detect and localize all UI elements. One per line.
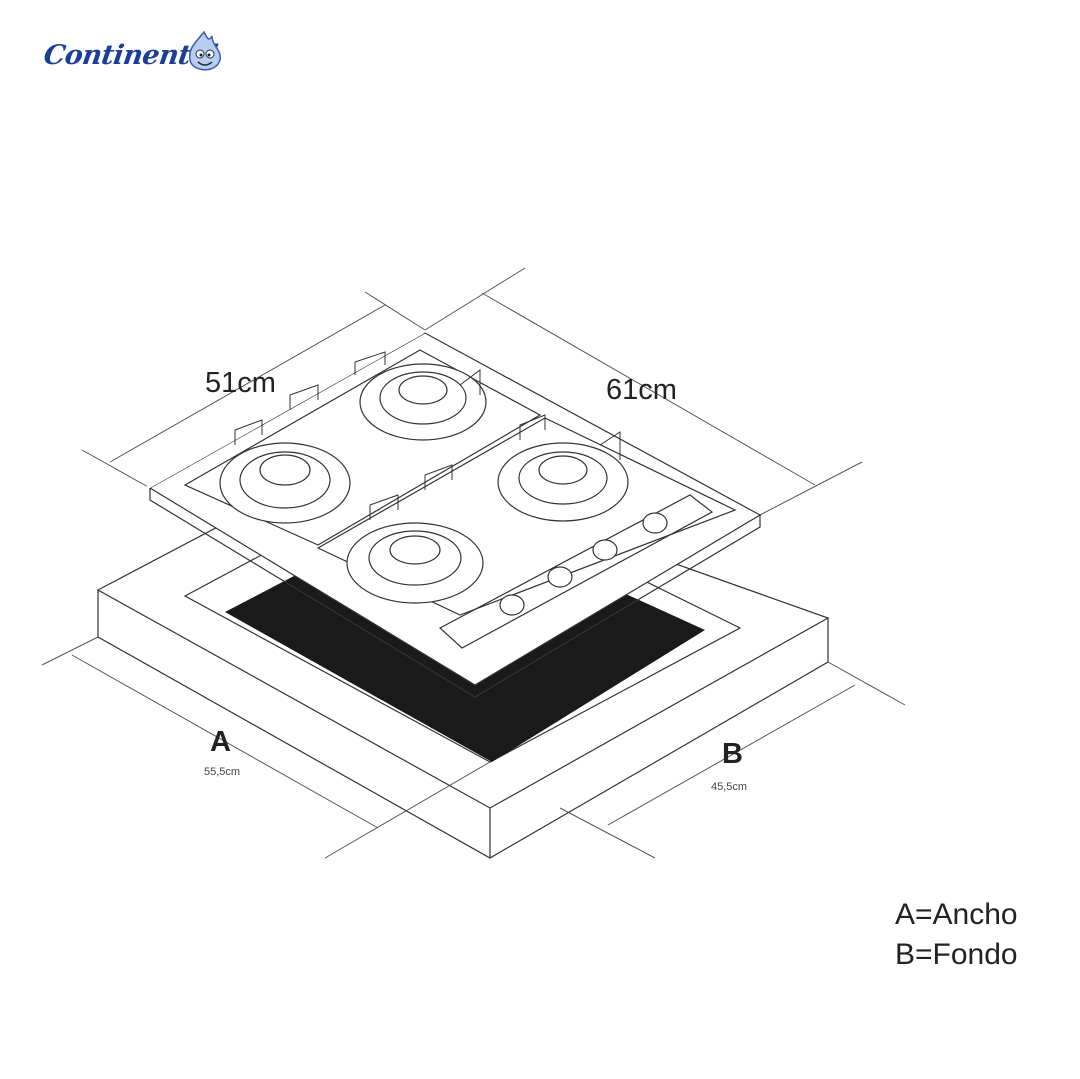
dimension-b-value: 45,5cm [711,781,748,793]
dimension-a-value: 55,5cm [204,766,241,778]
continental-logo: Continental [42,28,227,88]
dimension-b-letter: B [722,738,743,770]
legend: A=Ancho B=Fondo [895,895,1018,975]
burner [219,363,629,604]
cooktop-width-label: 51cm [205,367,276,399]
control-panel [438,494,714,649]
flame-mascot-icon [188,30,221,71]
dimension-a-letter: A [210,726,231,758]
gas-cooktop [140,332,762,698]
control-knobs [499,512,668,616]
cooktop-depth-label: 61cm [606,374,677,406]
dimension-lines [41,267,906,859]
legend-b: B=Fondo [895,938,1018,971]
legend-a: A=Ancho [895,898,1018,931]
grates [234,351,621,520]
